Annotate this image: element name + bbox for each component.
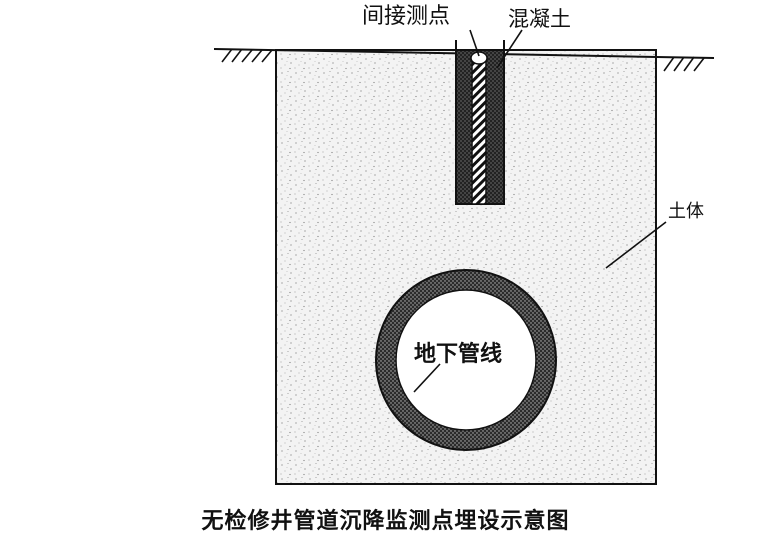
measuring-rod-cap xyxy=(470,51,488,65)
leader-indirect-point xyxy=(469,29,480,57)
label-indirect-point: 间接测点 xyxy=(362,4,451,29)
leader-soil xyxy=(605,221,667,269)
label-soil: 土体 xyxy=(668,201,704,222)
ground-hatch-left xyxy=(221,48,273,63)
pipeline-interior xyxy=(395,289,537,431)
ground-hatch-right xyxy=(663,56,705,72)
label-concrete: 混凝土 xyxy=(508,7,571,31)
measuring-rod xyxy=(471,57,487,205)
diagram-caption: 无检修井管道沉降监测点埋设示意图 xyxy=(201,509,570,534)
leader-concrete xyxy=(496,29,523,69)
leader-pipeline xyxy=(413,363,441,393)
label-pipeline: 地下管线 xyxy=(414,342,503,367)
